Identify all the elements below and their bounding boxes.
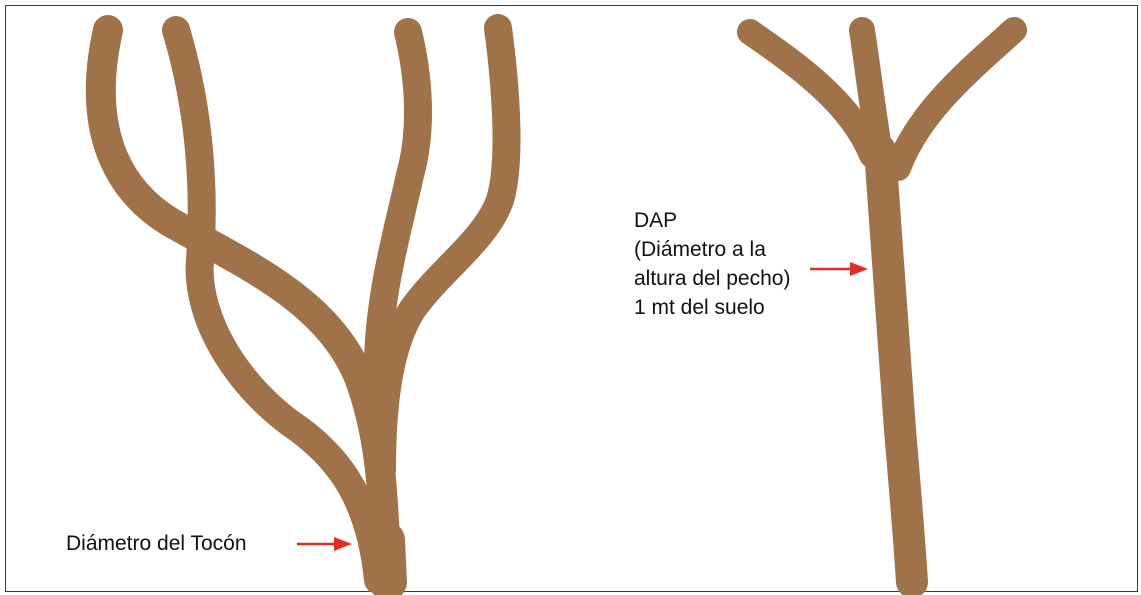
left-tree: [101, 28, 507, 582]
dap-label-line-3: altura del pecho): [634, 264, 790, 293]
stump-arrow: [297, 537, 352, 551]
dap-label-line-1: DAP: [634, 206, 790, 235]
right-tree-right-branch: [898, 30, 1014, 168]
left-tree-stump: [386, 540, 388, 582]
right-tree-trunk: [880, 150, 912, 582]
dap-arrow: [810, 262, 868, 276]
dap-label: DAP (Diámetro a la altura del pecho) 1 m…: [634, 206, 790, 322]
dap-label-line-2: (Diámetro a la: [634, 235, 790, 264]
stump-diameter-label: Diámetro del Tocón: [66, 530, 247, 558]
left-tree-branch-2: [176, 30, 378, 580]
dap-label-line-4: 1 mt del suelo: [634, 293, 790, 322]
